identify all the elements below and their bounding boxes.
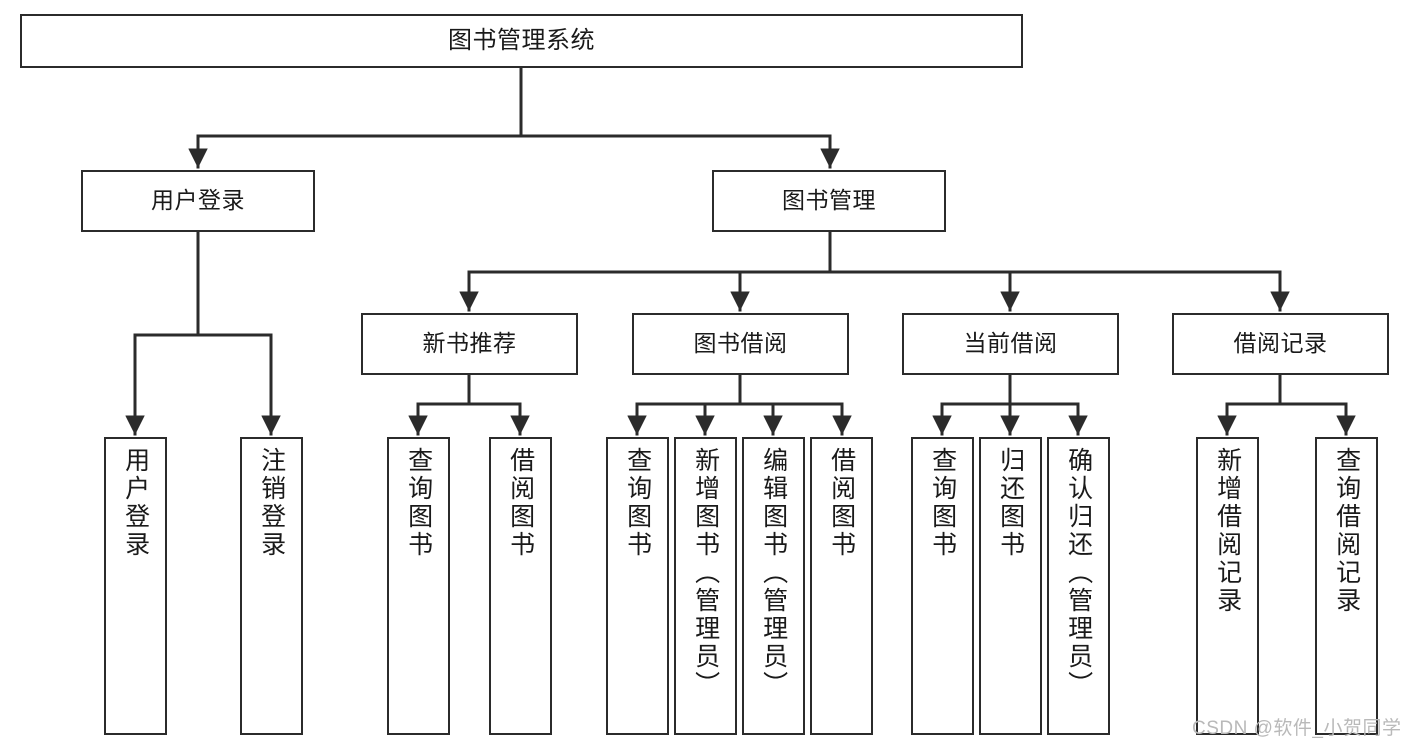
node-leaf-confirm-return-label: 确认归还（管理员） [1064,447,1093,699]
node-leaf-user-login[interactable]: 用户登录 [104,437,167,735]
node-book-borrow-label: 图书借阅 [693,330,788,357]
node-leaf-add-book[interactable]: 新增图书（管理员） [674,437,737,735]
node-leaf-add-book-label: 新增图书（管理员） [691,447,720,699]
node-leaf-borrow-book-2-label: 借阅图书 [827,447,856,559]
node-leaf-logout-login-label: 注销登录 [257,447,286,559]
node-leaf-query-book-2-label: 查询图书 [623,447,652,559]
node-new-book-recommend[interactable]: 新书推荐 [361,313,578,375]
node-new-book-recommend-label: 新书推荐 [422,330,517,357]
node-user-login-label: 用户登录 [151,187,245,214]
node-leaf-confirm-return[interactable]: 确认归还（管理员） [1047,437,1110,735]
node-leaf-borrow-book-2[interactable]: 借阅图书 [810,437,873,735]
node-book-manage[interactable]: 图书管理 [712,170,946,232]
node-leaf-query-book-3[interactable]: 查询图书 [911,437,974,735]
node-leaf-borrow-book-1-label: 借阅图书 [506,447,535,559]
watermark-text: CSDN @软件_小贺同学 [1192,718,1402,739]
node-leaf-return-book[interactable]: 归还图书 [979,437,1042,735]
node-leaf-add-record[interactable]: 新增借阅记录 [1196,437,1259,735]
node-book-borrow[interactable]: 图书借阅 [632,313,849,375]
node-leaf-query-book-1[interactable]: 查询图书 [387,437,450,735]
node-leaf-logout-login[interactable]: 注销登录 [240,437,303,735]
node-leaf-add-record-label: 新增借阅记录 [1213,447,1242,615]
node-leaf-return-book-label: 归还图书 [996,447,1025,559]
node-borrow-record-label: 借阅记录 [1233,330,1328,357]
node-leaf-query-record-label: 查询借阅记录 [1332,447,1361,615]
node-leaf-edit-book[interactable]: 编辑图书（管理员） [742,437,805,735]
node-user-login[interactable]: 用户登录 [81,170,315,232]
node-leaf-edit-book-label: 编辑图书（管理员） [759,447,788,699]
node-leaf-query-book-3-label: 查询图书 [928,447,957,559]
node-root-label: 图书管理系统 [448,26,595,54]
node-leaf-user-login-label: 用户登录 [121,447,150,559]
node-leaf-query-book-2[interactable]: 查询图书 [606,437,669,735]
node-leaf-query-book-1-label: 查询图书 [404,447,433,559]
node-leaf-query-record[interactable]: 查询借阅记录 [1315,437,1378,735]
node-current-borrow[interactable]: 当前借阅 [902,313,1119,375]
node-current-borrow-label: 当前借阅 [963,330,1058,357]
node-leaf-borrow-book-1[interactable]: 借阅图书 [489,437,552,735]
node-root[interactable]: 图书管理系统 [20,14,1023,68]
node-book-manage-label: 图书管理 [782,187,876,214]
node-borrow-record[interactable]: 借阅记录 [1172,313,1389,375]
